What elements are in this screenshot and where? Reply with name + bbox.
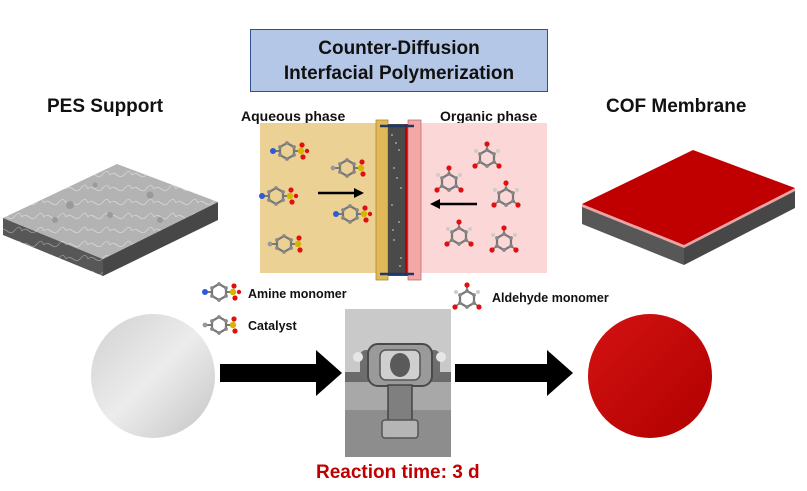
amine-monomer-label: Amine monomer: [248, 287, 347, 301]
catalyst-legend-icon: [203, 315, 238, 335]
pes-support-slab: [3, 164, 218, 276]
reaction-time-label: Reaction time: 3 d: [316, 462, 480, 483]
process-arrow-right: [455, 350, 573, 396]
cof-disc: [588, 314, 712, 438]
catalyst-label: Catalyst: [248, 319, 297, 333]
cof-membrane-label: COF Membrane: [606, 96, 747, 117]
amine-legend-icon: [202, 282, 241, 302]
cof-membrane-slab: [582, 150, 795, 265]
diffusion-cell: [260, 119, 547, 281]
aldehyde-legend-icon: [452, 282, 481, 309]
pes-support-label: PES Support: [47, 96, 164, 117]
organic-phase-label: Organic phase: [440, 108, 538, 124]
pes-disc: [91, 314, 215, 438]
process-arrow-left: [220, 350, 342, 396]
aqueous-phase-label: Aqueous phase: [241, 108, 346, 124]
title-box: Counter-Diffusion Interfacial Polymeriza…: [250, 29, 548, 92]
title-line-2: Interfacial Polymerization: [283, 63, 515, 84]
aldehyde-monomer-label: Aldehyde monomer: [492, 291, 609, 305]
title-line-1: Counter-Diffusion: [318, 38, 480, 59]
reactor-photo: [345, 309, 451, 457]
